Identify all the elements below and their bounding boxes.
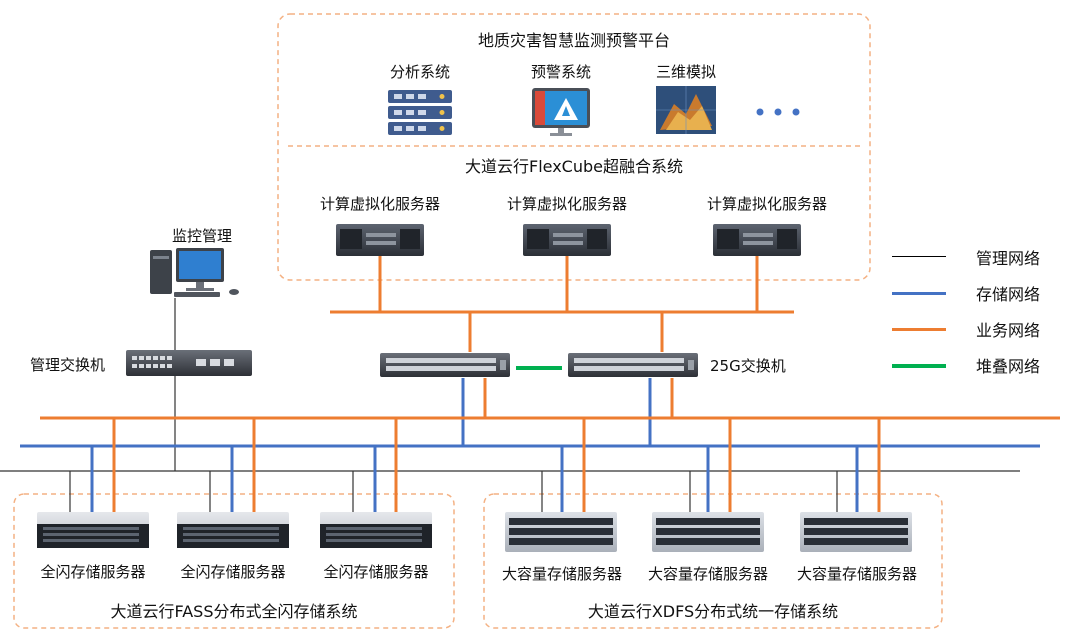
legend-storage: 存储网络 [892,281,1072,305]
legend-swatch-stacking [892,364,946,368]
business-links-top [330,256,794,352]
legend-swatch-business [892,328,946,331]
flash-server-label-3: 全闪存储服务器 [323,563,429,581]
capacity-storage-server-1 [505,512,617,552]
compute-server-1 [336,224,424,256]
app-label-warning: 预警系统 [530,63,592,81]
app-label-3d: 三维模拟 [655,63,717,81]
legend-label-business: 业务网络 [976,321,1041,340]
legend-stacking: 堆叠网络 [892,353,1072,377]
desktop-computer-icon [150,248,239,297]
platform-group-box [277,13,871,281]
capacity-storage-server-3 [800,512,912,552]
3d-terrain-icon [656,86,716,134]
flash-server-label-2: 全闪存储服务器 [180,563,286,581]
compute-server-label-1: 计算虚拟化服务器 [319,195,441,213]
legend-label-management: 管理网络 [976,249,1041,268]
flash-server-label-1: 全闪存储服务器 [40,563,146,581]
flexcube-title: 大道云行FlexCube超融合系统 [465,157,683,176]
capacity-server-label-3: 大容量存储服务器 [796,565,918,583]
legend-label-stacking: 堆叠网络 [976,357,1041,376]
legend-swatch-storage [892,292,946,295]
management-switch [126,350,252,376]
legend-management: 管理网络 [892,245,1072,269]
legend-label-storage: 存储网络 [976,285,1041,304]
capacity-storage-server-2 [652,512,764,552]
compute-server-label-2: 计算虚拟化服务器 [506,195,628,213]
management-links [0,298,1020,512]
flash-storage-server-3 [320,512,432,548]
capacity-server-label-2: 大容量存储服务器 [647,565,769,583]
app-label-analysis: 分析系统 [389,63,451,81]
business-links-bottom [40,378,1060,512]
platform-title: 地质灾害智慧监测预警平台 [477,31,671,50]
management-switch-label: 管理交换机 [30,356,106,374]
legend-business: 业务网络 [892,317,1072,341]
xdfs-group-box [483,493,943,629]
compute-server-label-3: 计算虚拟化服务器 [706,195,828,213]
flash-storage-server-1 [37,512,149,548]
ellipsis-icon [756,108,800,116]
monitor-label: 监控管理 [172,227,233,245]
fass-title: 大道云行FASS分布式全闪存储系统 [110,602,358,621]
25g-switch-2 [568,353,698,377]
compute-server-3 [713,224,801,256]
compute-server-2 [523,224,611,256]
legend-swatch-management [892,256,946,257]
warning-monitor-icon [532,88,590,136]
fass-group-box [13,493,455,629]
xdfs-title: 大道云行XDFS分布式统一存储系统 [587,602,839,621]
flash-storage-server-2 [177,512,289,548]
25g-switch-label: 25G交换机 [710,357,786,375]
storage-links [20,378,1040,512]
server-rack-icon [388,90,452,135]
25g-switch-1 [380,353,510,377]
capacity-server-label-1: 大容量存储服务器 [501,565,623,583]
